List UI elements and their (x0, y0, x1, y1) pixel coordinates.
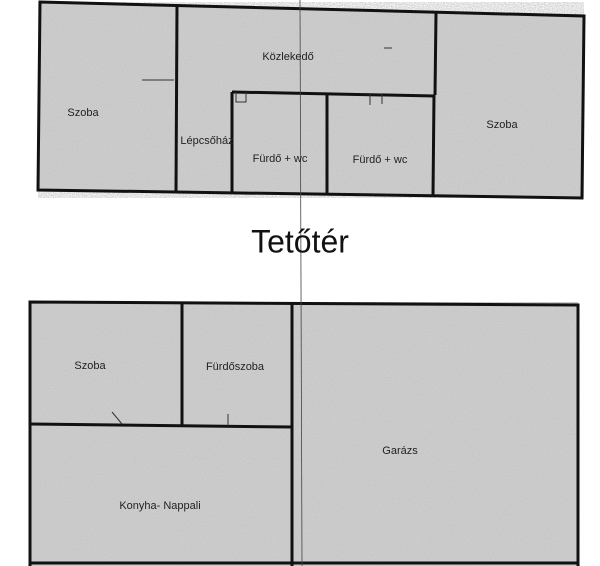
wall (231, 90, 436, 98)
room-label: Garázs (382, 445, 418, 457)
wall (174, 5, 179, 193)
upper-floor-plan (36, 0, 586, 200)
room-label: Fürdő + wc (252, 153, 308, 165)
room-label: Szoba (74, 360, 106, 372)
room-label: Szoba (486, 119, 518, 131)
upper-outer-wall (36, 0, 586, 200)
floor-title: Tetőtér (251, 223, 349, 260)
room-label: Lépcsőház (180, 135, 234, 147)
door-marks (111, 411, 229, 426)
room-label: Közlekedő (262, 51, 314, 63)
ground-floor-plan (28, 300, 580, 566)
room-label: Konyha- Nappali (119, 500, 201, 512)
wall (433, 12, 438, 96)
room-label: Fürdőszoba (205, 361, 265, 373)
door-marks (142, 47, 392, 105)
room-label: Fürdő + wc (352, 154, 408, 166)
room-label: Szoba (67, 107, 99, 119)
scan-fold-line (299, 0, 303, 566)
lower-outer-wall (28, 300, 580, 566)
